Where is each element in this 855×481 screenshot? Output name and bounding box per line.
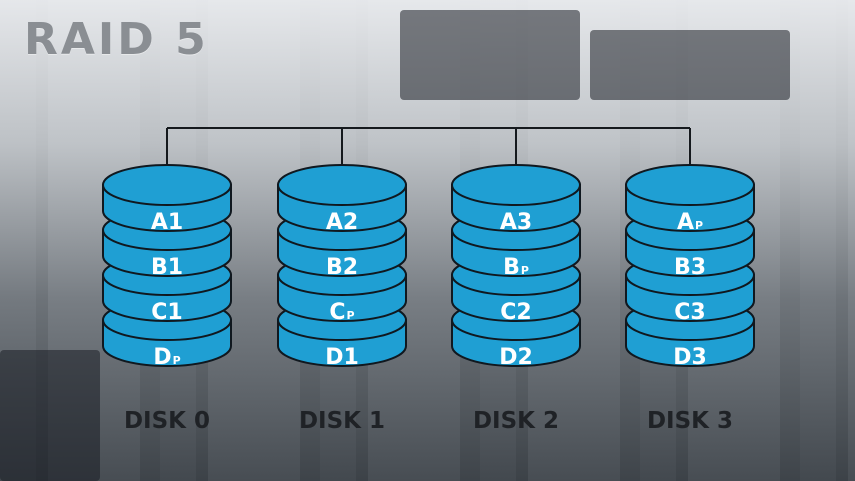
parity-marker: P [347,309,355,322]
disk-platter [451,164,581,232]
connector-lines [166,127,691,165]
block-letter: C [329,300,345,325]
platter-top [451,164,581,206]
block-label-d-2: D2 [499,345,533,370]
rack-panel [0,350,100,481]
block-index: 1 [343,345,358,370]
platter-top [102,164,232,206]
block-label-b-p: BP [503,255,529,280]
block-letter: A [151,210,168,235]
block-index: 2 [517,345,532,370]
block-letter: B [151,255,168,280]
parity-marker: P [173,354,181,367]
block-label-b-1: B1 [151,255,183,280]
block-index: 1 [168,210,183,235]
block-letter: A [326,210,343,235]
block-index: 1 [168,255,183,280]
block-label-c-p: CP [329,300,354,325]
page-title: RAID 5 [24,14,209,65]
block-index: 2 [343,255,358,280]
block-index: 3 [517,210,532,235]
block-letter: D [153,345,171,370]
block-letter: A [677,210,694,235]
disk-platter [625,164,755,232]
block-index: 3 [690,300,705,325]
block-letter: D [325,345,343,370]
parity-marker: P [695,219,703,232]
block-letter: D [499,345,517,370]
block-letter: B [326,255,343,280]
block-label-d-3: D3 [673,345,707,370]
disk-label-2: DISK 2 [473,408,559,434]
block-letter: B [674,255,691,280]
block-label-a-2: A2 [326,210,358,235]
disk-label-0: DISK 0 [124,408,210,434]
rack-panel [590,30,790,100]
disk-label-1: DISK 1 [299,408,385,434]
block-letter: C [151,300,167,325]
block-letter: B [503,255,520,280]
block-label-d-1: D1 [325,345,359,370]
parity-marker: P [521,264,529,277]
block-letter: C [500,300,516,325]
block-label-c-2: C2 [500,300,531,325]
block-letter: A [500,210,517,235]
block-label-a-3: A3 [500,210,532,235]
disk-platter [102,164,232,232]
block-label-b-3: B3 [674,255,706,280]
block-letter: D [673,345,691,370]
block-index: 2 [343,210,358,235]
block-label-b-2: B2 [326,255,358,280]
block-label-d-p: DP [153,345,180,370]
block-label-c-1: C1 [151,300,182,325]
disk-label-3: DISK 3 [647,408,733,434]
block-label-c-3: C3 [674,300,705,325]
platter-top [277,164,407,206]
block-index: 3 [691,255,706,280]
block-index: 3 [691,345,706,370]
platter-top [625,164,755,206]
block-letter: C [674,300,690,325]
rack-panel [400,10,580,100]
block-label-a-p: AP [677,210,703,235]
block-index: 2 [516,300,531,325]
block-index: 1 [167,300,182,325]
disk-platter [277,164,407,232]
block-label-a-1: A1 [151,210,183,235]
